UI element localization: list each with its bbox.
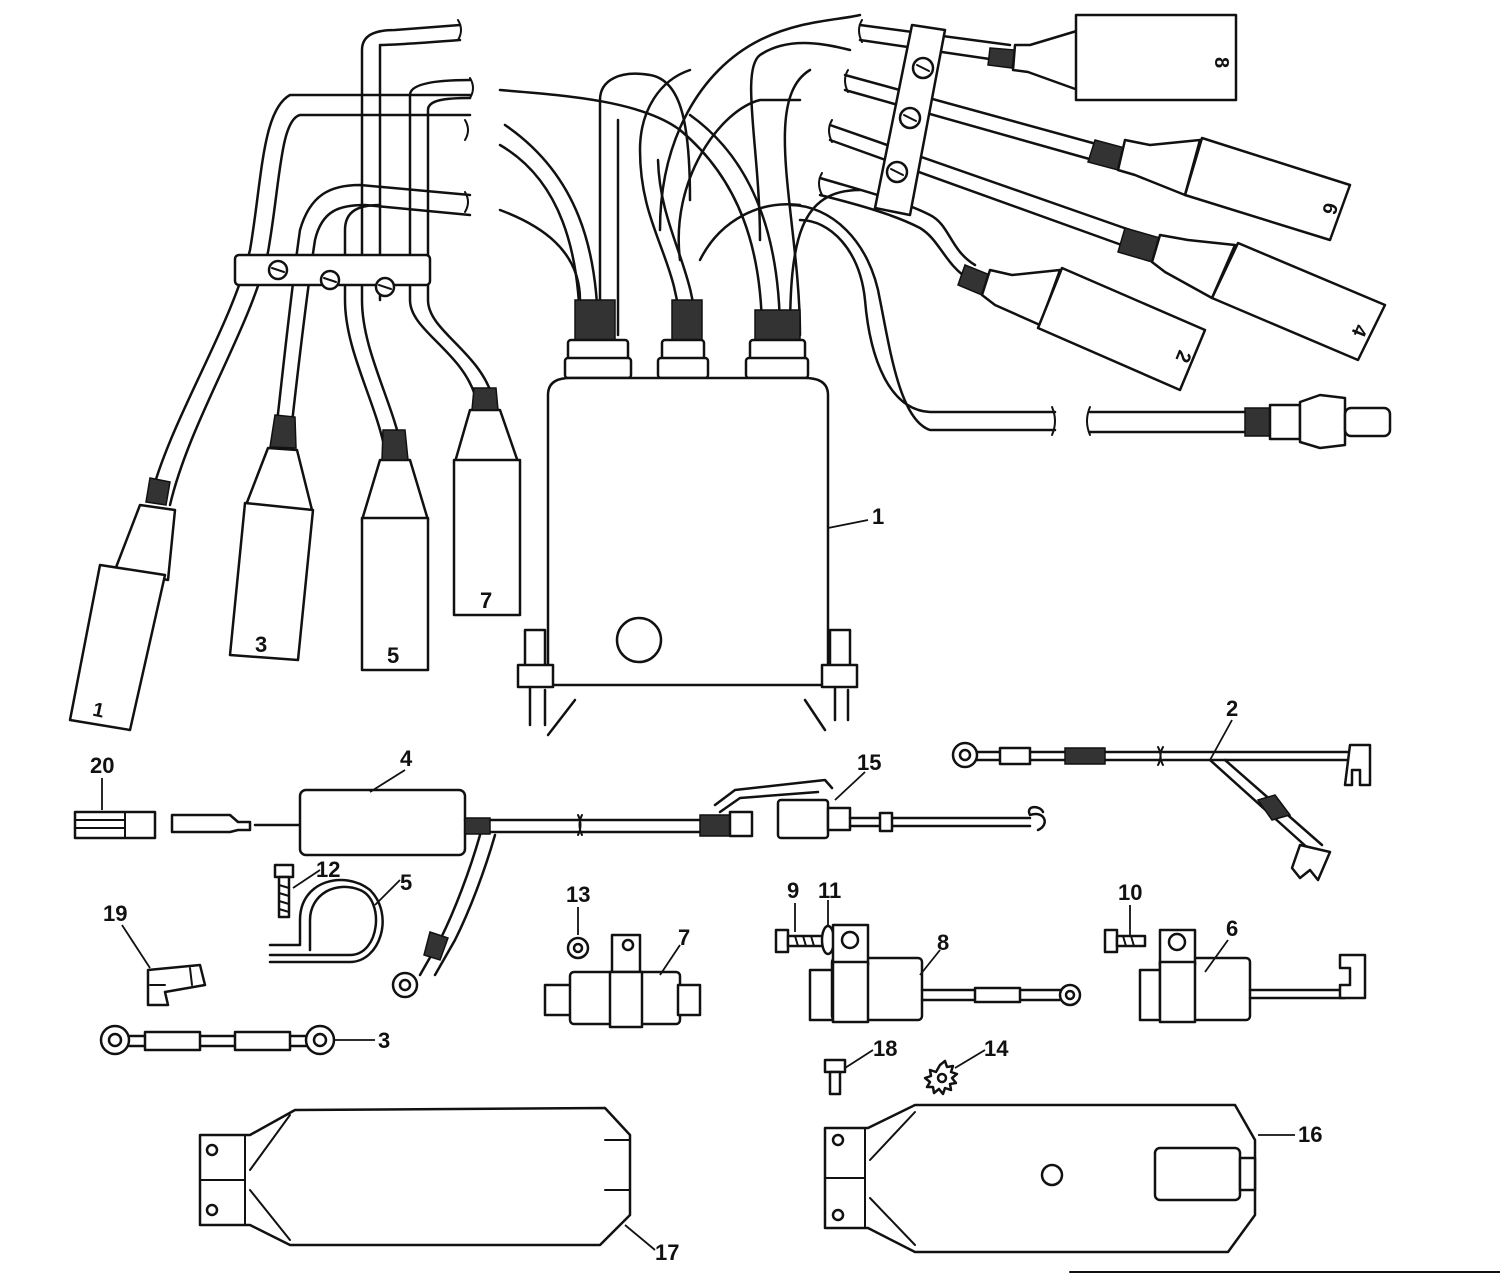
condenser-part-6 [1138, 928, 1367, 1024]
capacitor-part-4 [170, 788, 754, 999]
plug-boot-4: 4 [1117, 227, 1387, 362]
callout-10: 10 [1118, 880, 1142, 905]
callout-18: 18 [873, 1036, 897, 1061]
cover-part-16 [823, 1103, 1257, 1254]
plug-boot-5: 5 [360, 429, 430, 672]
cover-part-17 [198, 1106, 632, 1247]
callout-15: 15 [857, 750, 881, 775]
callout-12: 12 [316, 857, 340, 882]
terminal-part-20 [73, 810, 157, 840]
plug-boot-1-label: 1 [91, 699, 106, 723]
callout-8: 8 [937, 930, 949, 955]
screw-part-9 [774, 928, 825, 954]
plug-boot-5-label: 5 [387, 643, 399, 668]
callout-20: 20 [90, 753, 114, 778]
screw-part-12 [273, 863, 295, 919]
callout-9: 9 [787, 878, 799, 903]
condenser-part-7 [543, 933, 702, 1029]
screw-part-18 [823, 1058, 847, 1096]
callout-6: 6 [1226, 916, 1238, 941]
plug-boot-1: 1 [68, 477, 177, 732]
callout-11: 11 [818, 878, 841, 903]
clamp-part-5 [268, 878, 384, 964]
callout-4: 4 [400, 746, 413, 771]
washer-part-13 [566, 936, 590, 960]
plug-boot-3: 3 [228, 414, 315, 662]
plug-boot-3-label: 3 [255, 632, 267, 657]
callout-leaders [101, 519, 1295, 1251]
plug-boot-8: 8 [987, 13, 1238, 102]
callout-17: 17 [655, 1240, 679, 1265]
ballast-part-15 [713, 778, 1046, 840]
callout-14: 14 [984, 1036, 1009, 1061]
callout-16: 16 [1298, 1122, 1322, 1147]
harness-part-2 [951, 741, 1372, 882]
plug-boot-6: 6 [1087, 136, 1352, 242]
ground-strap-part-3 [99, 1024, 336, 1056]
callout-13: 13 [566, 882, 590, 907]
plug-boot-7-label: 7 [480, 588, 492, 613]
callout-2: 2 [1226, 696, 1238, 721]
washer-part-14 [923, 1059, 959, 1096]
plug-boot-8-label: 8 [1210, 57, 1232, 68]
plug-boot-6-label: 6 [1317, 200, 1341, 216]
callout-5: 5 [400, 870, 412, 895]
callout-1: 1 [872, 504, 884, 529]
ignition-coil-module [498, 13, 1057, 737]
coil-lead-connector [1051, 393, 1392, 450]
spark-plug-wires-left [148, 19, 494, 507]
plug-boot-7: 7 [452, 387, 522, 617]
callout-7: 7 [678, 925, 690, 950]
plug-boot-2: 2 [957, 264, 1207, 392]
boot-part-19 [146, 963, 207, 1007]
callout-labels: 1 2 3 4 5 6 7 8 9 10 11 12 13 14 15 16 1… [90, 504, 1322, 1265]
callout-19: 19 [103, 901, 127, 926]
screw-part-10 [1103, 928, 1147, 954]
spark-plug-wires-right [818, 19, 1132, 282]
condenser-part-8 [808, 923, 1082, 1024]
callout-3: 3 [378, 1028, 390, 1053]
